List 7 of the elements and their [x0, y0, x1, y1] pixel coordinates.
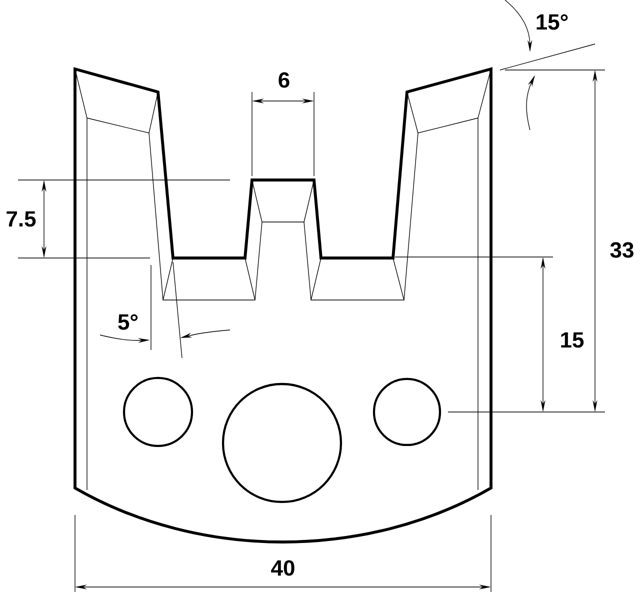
dimension-label: 6 — [278, 72, 290, 88]
dimension-label: 15° — [536, 14, 568, 30]
dimension-label: 40 — [271, 560, 294, 576]
dimension-label: 5° — [118, 314, 138, 330]
dimension-label: 15 — [561, 332, 584, 348]
dimension-label: 7.5 — [6, 211, 36, 227]
dimension-label: 33 — [610, 242, 634, 258]
